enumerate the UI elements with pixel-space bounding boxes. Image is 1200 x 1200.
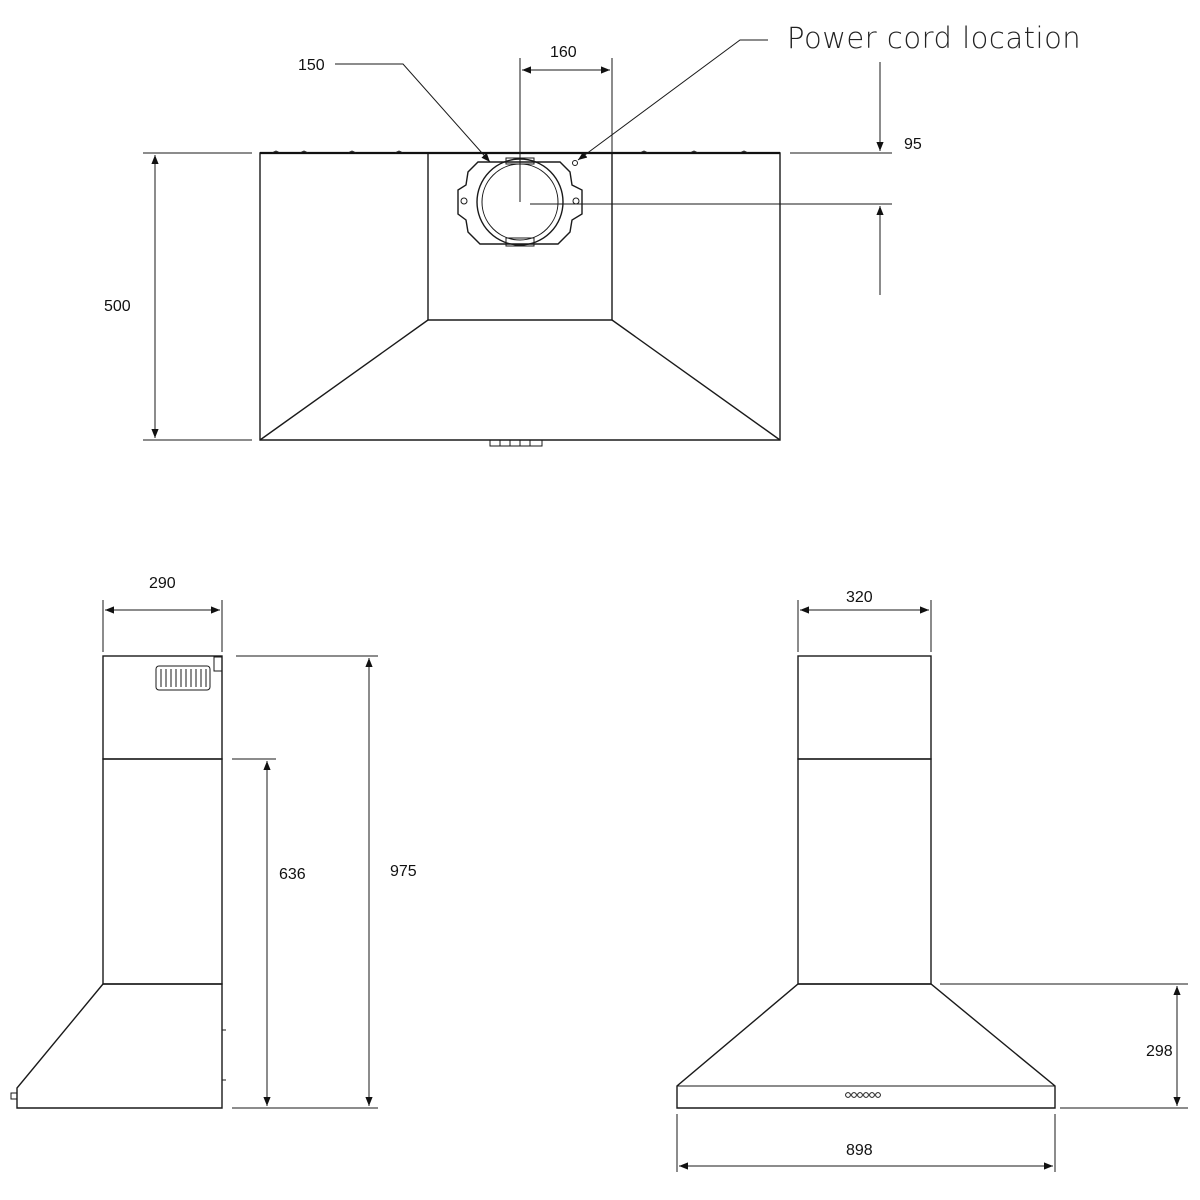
dim-500-label: 500	[104, 298, 131, 315]
side-canopy	[16, 983, 223, 1109]
flange-hole-right	[572, 197, 580, 205]
power-cord-outlet	[572, 160, 578, 166]
dim-636-label: 636	[279, 866, 306, 883]
dim-898-label: 898	[846, 1142, 873, 1159]
top-view: 500 160 150 Power cord location 95	[104, 21, 1081, 447]
side-vent-slots	[155, 665, 211, 691]
dim-160-label: 160	[550, 44, 577, 61]
side-front-knob	[10, 1092, 18, 1100]
side-view: 290 636 975	[10, 575, 417, 1109]
dim-150-label: 150	[298, 57, 325, 74]
dim-290-label: 290	[149, 575, 176, 592]
front-canopy	[676, 983, 1056, 1109]
front-control-buttons	[845, 1092, 881, 1098]
power-cord-label: Power cord location	[787, 21, 1081, 55]
dim-95-label: 95	[904, 136, 922, 153]
side-cord-clip	[213, 656, 223, 672]
top-view-rim-details	[271, 150, 749, 154]
dim-975-label: 975	[390, 863, 417, 880]
dim-150-leader	[335, 63, 491, 163]
duct-flange	[457, 161, 583, 245]
top-view-left-diagonal	[259, 319, 429, 441]
side-upper-chimney	[102, 655, 223, 760]
front-lower-chimney	[797, 758, 932, 985]
top-view-chimney-outline	[427, 153, 613, 321]
side-lower-chimney	[102, 758, 223, 985]
dim-298-label: 298	[1146, 1043, 1173, 1060]
front-upper-chimney	[797, 655, 932, 760]
dim-320-label: 320	[846, 589, 873, 606]
duct-bottom-clip	[505, 237, 535, 247]
flange-hole-left	[460, 197, 468, 205]
power-cord-leader	[577, 39, 768, 161]
top-view-right-diagonal	[611, 319, 781, 441]
top-view-controls	[489, 439, 543, 447]
front-view: 320 298 898	[676, 589, 1188, 1172]
